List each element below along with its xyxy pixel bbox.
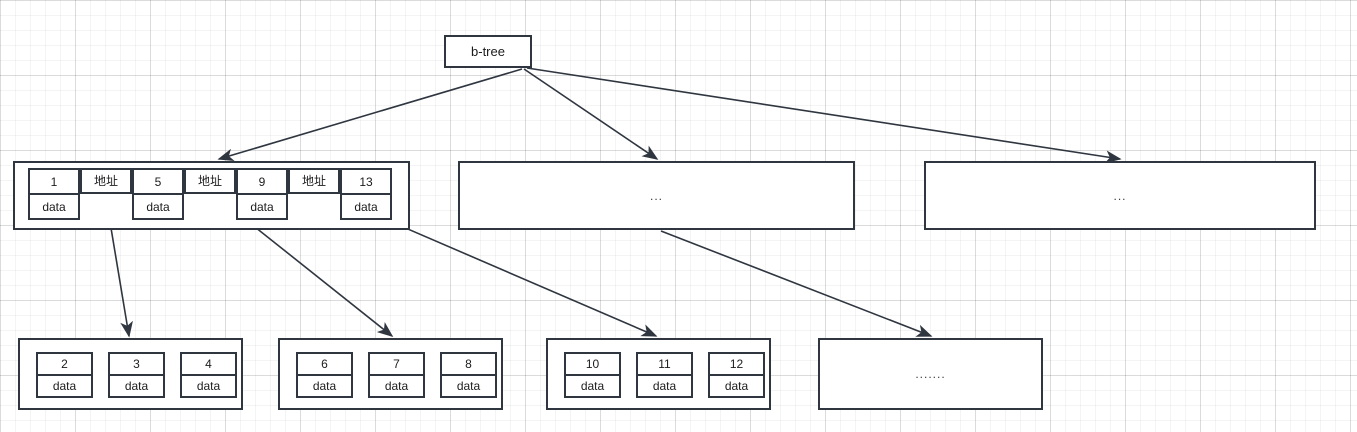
leaf-cell[interactable]: 10 data xyxy=(564,352,621,398)
leaf-cell[interactable]: 12 data xyxy=(708,352,765,398)
leaf-cell[interactable]: 7 data xyxy=(368,352,425,398)
leaf-cell-key: 4 xyxy=(205,357,212,371)
leaf-cell-value: data xyxy=(182,374,235,396)
leaf-cell-value: data xyxy=(38,374,91,396)
edge-root-to-internal-3 xyxy=(526,67,1122,164)
leaf-node-2[interactable]: 6 data 7 data 8 data xyxy=(278,338,503,410)
leaf-cell-value: data xyxy=(566,374,619,396)
edge-root-to-internal-2 xyxy=(523,68,659,160)
key-cell[interactable]: 13 data xyxy=(340,168,392,220)
key-cell[interactable]: 1 data xyxy=(28,168,80,220)
key-cell-value: data xyxy=(30,193,78,218)
edge-internal2-to-leaf-4 xyxy=(660,230,933,337)
internal-node-2[interactable]: ... xyxy=(458,161,855,230)
leaf-cell[interactable]: 8 data xyxy=(440,352,497,398)
key-cell-value: data xyxy=(134,193,182,218)
key-cell-value: data xyxy=(342,193,390,218)
leaf-cell[interactable]: 11 data xyxy=(636,352,693,398)
key-cell-value: data xyxy=(238,193,286,218)
leaf-cell-value: data xyxy=(442,374,495,396)
leaf-cell[interactable]: 4 data xyxy=(180,352,237,398)
leaf-cell-value: data xyxy=(110,374,163,396)
root-node[interactable]: b-tree xyxy=(444,35,532,68)
leaf-cell-key: 6 xyxy=(321,357,328,371)
leaf-cell[interactable]: 6 data xyxy=(296,352,353,398)
internal-node-2-ellipsis: ... xyxy=(649,188,663,203)
address-cell-label: 地址 xyxy=(197,174,222,188)
leaf-node-1[interactable]: 2 data 3 data 4 data xyxy=(18,338,243,410)
internal-node-1[interactable]: 1 data 地址 5 data 地址 9 data 地址 13 data xyxy=(13,161,410,230)
leaf-cell-value: data xyxy=(370,374,423,396)
leaf-cell[interactable]: 2 data xyxy=(36,352,93,398)
key-cell-key: 1 xyxy=(50,174,58,189)
edge-root-to-internal-1 xyxy=(217,68,523,162)
address-cell[interactable]: 地址 xyxy=(184,168,236,194)
root-node-label: b-tree xyxy=(471,44,505,59)
leaf-cell-key: 10 xyxy=(585,357,600,371)
leaf-cell-value: data xyxy=(638,374,691,396)
key-cell-key: 13 xyxy=(359,174,373,189)
leaf-cell-key: 7 xyxy=(393,357,400,371)
leaf-cell-key: 11 xyxy=(658,357,671,371)
leaf-cell-key: 3 xyxy=(133,357,140,371)
address-cell[interactable]: 地址 xyxy=(80,168,132,194)
address-cell-label: 地址 xyxy=(301,174,326,188)
key-cell-key: 9 xyxy=(258,174,266,189)
internal-node-3-ellipsis: ... xyxy=(1113,188,1127,203)
leaf-cell-key: 12 xyxy=(729,357,744,371)
leaf-cell-key: 2 xyxy=(61,357,68,371)
leaf-node-4-ellipsis: ....... xyxy=(915,367,946,381)
leaf-cell-key: 8 xyxy=(465,357,472,371)
address-cell-label: 地址 xyxy=(93,174,118,188)
key-cell[interactable]: 9 data xyxy=(236,168,288,220)
leaf-cell[interactable]: 3 data xyxy=(108,352,165,398)
key-cell[interactable]: 5 data xyxy=(132,168,184,220)
leaf-cell-value: data xyxy=(298,374,351,396)
internal-node-3[interactable]: ... xyxy=(924,161,1316,230)
leaf-cell-value: data xyxy=(710,374,763,396)
leaf-node-4[interactable]: ....... xyxy=(818,338,1043,410)
key-cell-key: 5 xyxy=(154,174,162,189)
address-cell[interactable]: 地址 xyxy=(288,168,340,194)
leaf-node-3[interactable]: 10 data 11 data 12 data xyxy=(546,338,771,410)
